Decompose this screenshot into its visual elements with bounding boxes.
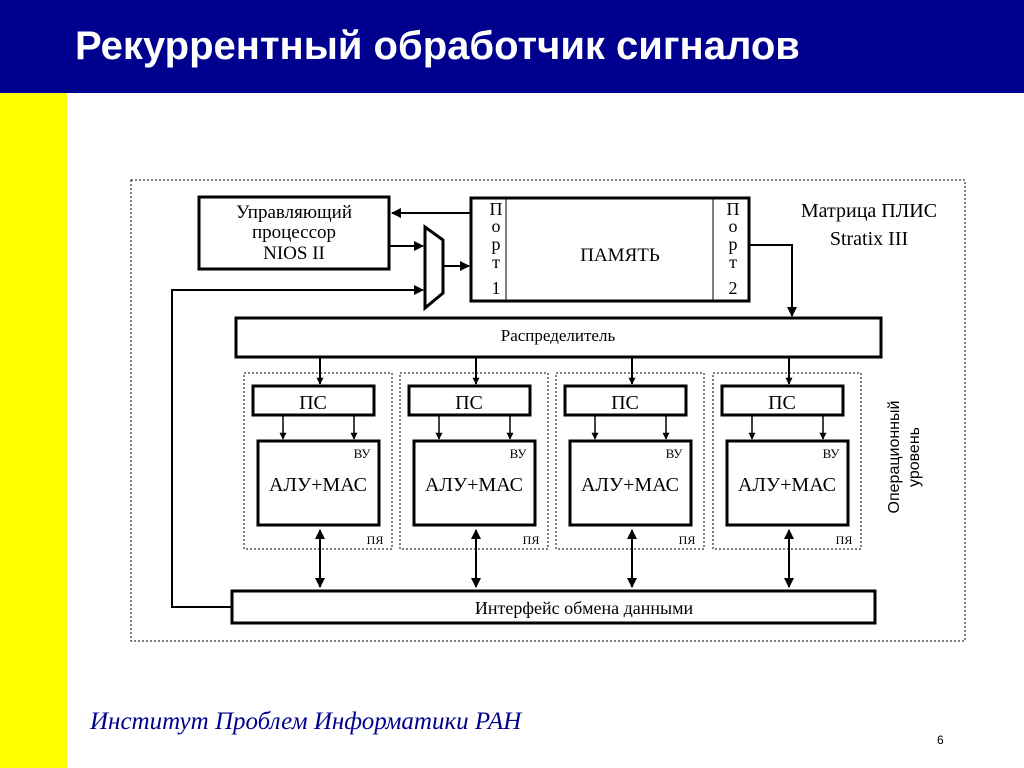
operational-level-line2: уровень [906, 427, 923, 487]
alu-mac-label: АЛУ+МАС [269, 474, 367, 496]
memory-block [469, 196, 751, 303]
ps-label: ПС [455, 392, 483, 414]
alu-mac-block [568, 439, 693, 527]
port2-char: о [729, 216, 738, 236]
pya-label: ПЯ [367, 533, 384, 547]
port1-char: о [492, 216, 501, 236]
alu-mac-label: АЛУ+МАС [738, 474, 836, 496]
operational-level-label: Операционный уровень [886, 401, 923, 514]
vu-label: ВУ [823, 446, 841, 461]
interface-label: Интерфейс обмена данными [475, 598, 694, 618]
vu-label: ВУ [510, 446, 528, 461]
vu-label: ВУ [666, 446, 684, 461]
alu-mac-block [412, 439, 537, 527]
alu-mac-block [256, 439, 381, 527]
cpu-label-line1: Управляющий [236, 202, 352, 223]
ps-block [563, 384, 688, 417]
ps-block [720, 384, 845, 417]
port2-char: П [727, 199, 740, 219]
alu-mac-block [725, 439, 850, 527]
fpga-matrix-boundary [130, 179, 966, 642]
cpu-label-line2: процессор [252, 222, 336, 243]
ps-block [251, 384, 376, 417]
data-exchange-interface-block [230, 589, 877, 625]
distributor-label: Распределитель [501, 326, 616, 345]
port2-char: т [729, 252, 737, 272]
processing-unit: ПС ВУ АЛУ+МАС ПЯ [243, 357, 393, 588]
fpga-label-line2: Stratix III [830, 228, 908, 250]
port1-char: р [492, 234, 501, 254]
port1-char: П [490, 199, 503, 219]
interface-to-mux-arrow [171, 285, 424, 608]
processing-unit: ПС ВУ АЛУ+МАС ПЯ [555, 357, 705, 588]
distributor-block [234, 316, 883, 359]
operational-level-line1: Операционный [886, 401, 903, 514]
port1-char: 1 [492, 278, 501, 298]
control-processor-block [197, 195, 391, 271]
pya-label: ПЯ [523, 533, 540, 547]
processing-units: ПСВУАЛУ+МАСПЯПСВУАЛУ+МАСПЯПСВУАЛУ+МАСПЯП… [243, 357, 862, 588]
processing-unit: ПС ВУ АЛУ+МАС ПЯ [399, 357, 549, 588]
vu-label: ВУ [354, 446, 372, 461]
fpga-label-line1: Матрица ПЛИС [801, 200, 937, 222]
memory-label: ПАМЯТЬ [580, 245, 660, 266]
alu-mac-label: АЛУ+МАС [425, 474, 523, 496]
slide-title: Рекуррентный обработчик сигналов [75, 24, 800, 68]
processing-unit: ПС ВУ АЛУ+МАС ПЯ [712, 357, 862, 588]
port2-char: р [729, 234, 738, 254]
ps-label: ПС [768, 392, 796, 414]
multiplexer [423, 224, 445, 312]
page-number: 6 [937, 733, 944, 747]
pya-label: ПЯ [836, 533, 853, 547]
pya-label: ПЯ [679, 533, 696, 547]
port2-char: 2 [729, 278, 738, 298]
cpu-label-line3: NIOS II [263, 243, 325, 264]
ps-label: ПС [611, 392, 639, 414]
ps-label: ПС [299, 392, 327, 414]
alu-mac-label: АЛУ+МАС [581, 474, 679, 496]
ps-block [407, 384, 532, 417]
yellow-side-bar [0, 93, 67, 768]
port1-char: т [492, 252, 500, 272]
title-bar [0, 0, 1024, 93]
memory-to-distributor-arrow [749, 244, 797, 317]
footer-institute: Институт Проблем Информатики РАН [90, 708, 522, 735]
